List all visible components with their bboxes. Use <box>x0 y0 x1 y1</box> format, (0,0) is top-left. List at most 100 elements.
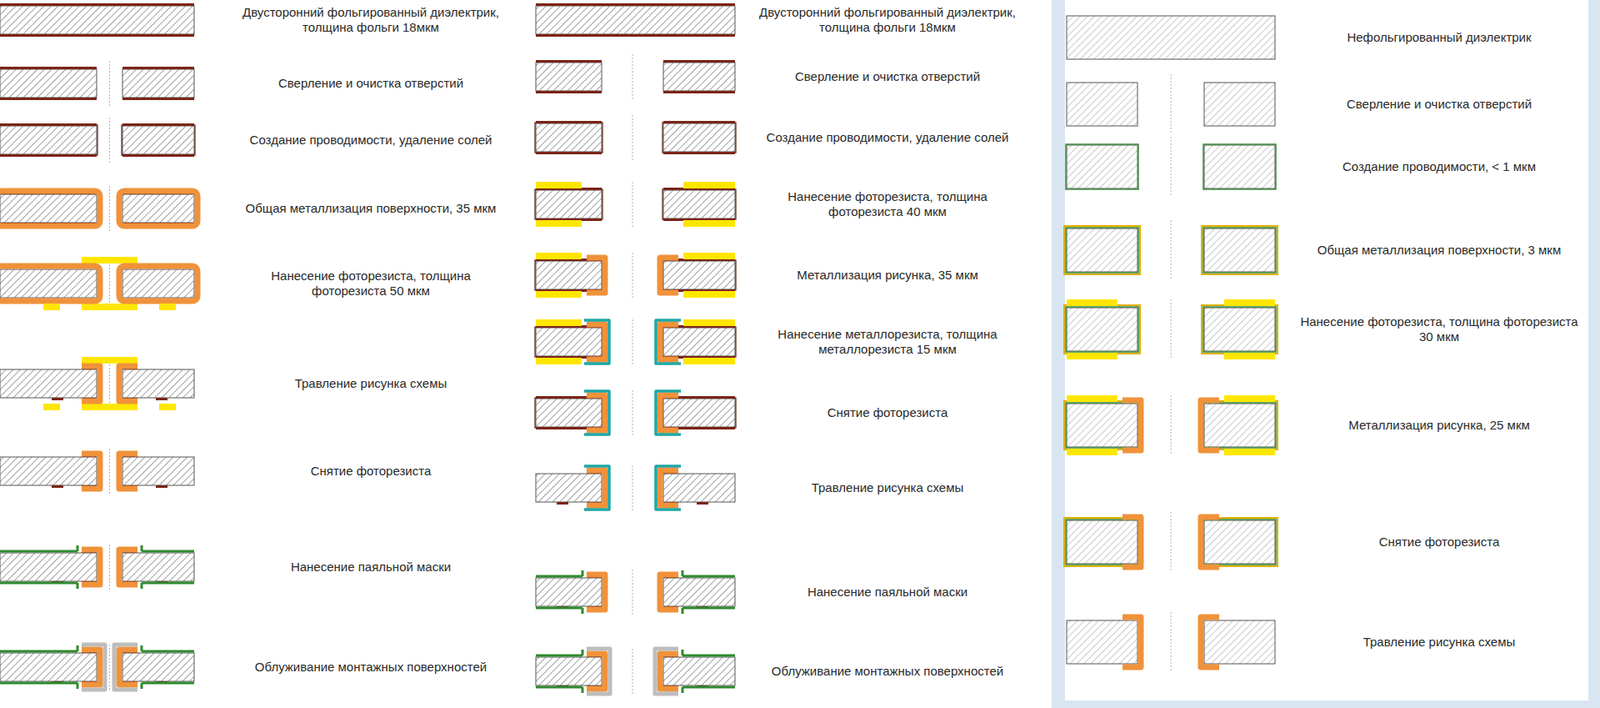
dielectric-block <box>663 260 735 290</box>
conductive-layer <box>121 125 195 155</box>
metal-resist <box>584 390 610 435</box>
photoresist <box>159 303 176 310</box>
dielectric-block <box>663 327 735 356</box>
dielectric-block <box>1204 403 1275 447</box>
conductive-layer <box>535 260 603 290</box>
solder-mask <box>682 685 735 689</box>
conductive-layer <box>662 122 736 153</box>
dielectric-block <box>122 269 195 298</box>
conductive-layer <box>1203 306 1276 352</box>
hole-axis <box>109 448 110 494</box>
hole-axis <box>632 648 634 694</box>
thin-copper-layer <box>1064 305 1140 354</box>
conductive-layer <box>662 189 736 220</box>
copper-plating <box>1200 400 1220 450</box>
panel-edge <box>1065 700 1589 708</box>
solder-mask <box>0 650 78 653</box>
dielectric-block <box>122 194 195 223</box>
metal-resist <box>584 465 610 510</box>
dielectric-block <box>663 398 735 427</box>
hole-axis <box>109 60 110 106</box>
dielectric-slab <box>535 5 735 35</box>
hole-axis <box>632 252 634 298</box>
photoresist-tent <box>81 303 138 310</box>
hole-axis <box>632 181 634 227</box>
solder-mask <box>681 649 685 655</box>
dielectric-block <box>0 69 97 98</box>
copper-foil <box>122 66 195 70</box>
dielectric-block <box>1066 620 1138 664</box>
conductive-layer <box>0 125 98 155</box>
copper-plating <box>119 453 138 489</box>
conductive-layer <box>535 397 603 428</box>
copper-plating <box>660 574 679 610</box>
solder-mask <box>141 581 195 585</box>
solder-mask <box>682 606 735 610</box>
solder-mask <box>141 681 195 685</box>
photoresist <box>1224 448 1275 455</box>
hole-axis <box>632 390 634 435</box>
dielectric-block <box>535 398 602 427</box>
step-label: Нанесение паяльной маски <box>750 584 1025 600</box>
copper-plating <box>586 470 605 505</box>
copper-foil <box>0 97 97 100</box>
dielectric-block <box>535 260 602 290</box>
copper-plating <box>81 453 100 489</box>
dielectric-block <box>663 62 735 91</box>
photoresist-tent <box>81 403 138 410</box>
dielectric-block <box>1204 620 1275 664</box>
hole-axis <box>1170 136 1172 197</box>
solder-mask <box>141 650 195 653</box>
hole-axis <box>632 115 634 160</box>
photoresist <box>683 319 735 326</box>
solder-mask <box>581 649 585 655</box>
copper-plating <box>119 649 138 685</box>
copper-foil <box>122 154 195 157</box>
solder-mask <box>76 582 80 589</box>
conductive-layer <box>535 189 603 220</box>
copper-plating <box>81 549 100 585</box>
step-label: Снятие фоторезиста <box>750 405 1025 420</box>
step-label: Нанесение фоторезиста, толщина фоторезис… <box>1297 314 1581 345</box>
dielectric-block <box>0 652 97 681</box>
copper-foil <box>663 120 735 124</box>
solder-mask <box>535 606 583 610</box>
metal-resist <box>655 390 681 435</box>
dielectric-block <box>663 656 735 685</box>
conductive-layer <box>662 397 736 428</box>
photoresist <box>683 181 735 189</box>
dielectric-block <box>535 473 602 502</box>
solder-mask <box>535 575 583 578</box>
conductive-layer <box>662 326 736 357</box>
hole-axis <box>632 465 634 510</box>
dielectric-block <box>1066 228 1138 272</box>
hole-axis <box>1170 299 1172 360</box>
copper-plating <box>660 395 679 430</box>
dielectric-block <box>122 652 195 681</box>
solder-mask <box>682 575 735 578</box>
photoresist <box>1224 352 1275 360</box>
photoresist <box>683 252 735 260</box>
tin-coating <box>81 644 105 690</box>
conductive-layer <box>1065 144 1139 190</box>
copper-trace <box>696 501 709 505</box>
hole-axis <box>109 185 110 231</box>
copper-foil <box>122 97 195 100</box>
dielectric-block <box>1066 520 1138 564</box>
conductive-layer <box>1065 227 1139 273</box>
solder-mask <box>76 645 80 651</box>
solder-mask <box>535 654 583 657</box>
panel-edge <box>1588 0 1600 708</box>
photoresist <box>683 357 735 365</box>
step-label: Снятие фоторезиста <box>1297 534 1581 550</box>
step-label: Травление рисунка схемы <box>750 480 1025 495</box>
hole-axis <box>109 117 110 163</box>
solder-mask <box>581 570 585 576</box>
hole-axis <box>1170 220 1172 280</box>
copper-plating <box>1122 400 1141 450</box>
dielectric-block <box>663 577 735 606</box>
copper-foil <box>663 151 735 155</box>
step-label: Нанесение паяльной маски <box>233 559 509 575</box>
copper-trace <box>155 485 168 488</box>
photoresist <box>1224 299 1275 306</box>
